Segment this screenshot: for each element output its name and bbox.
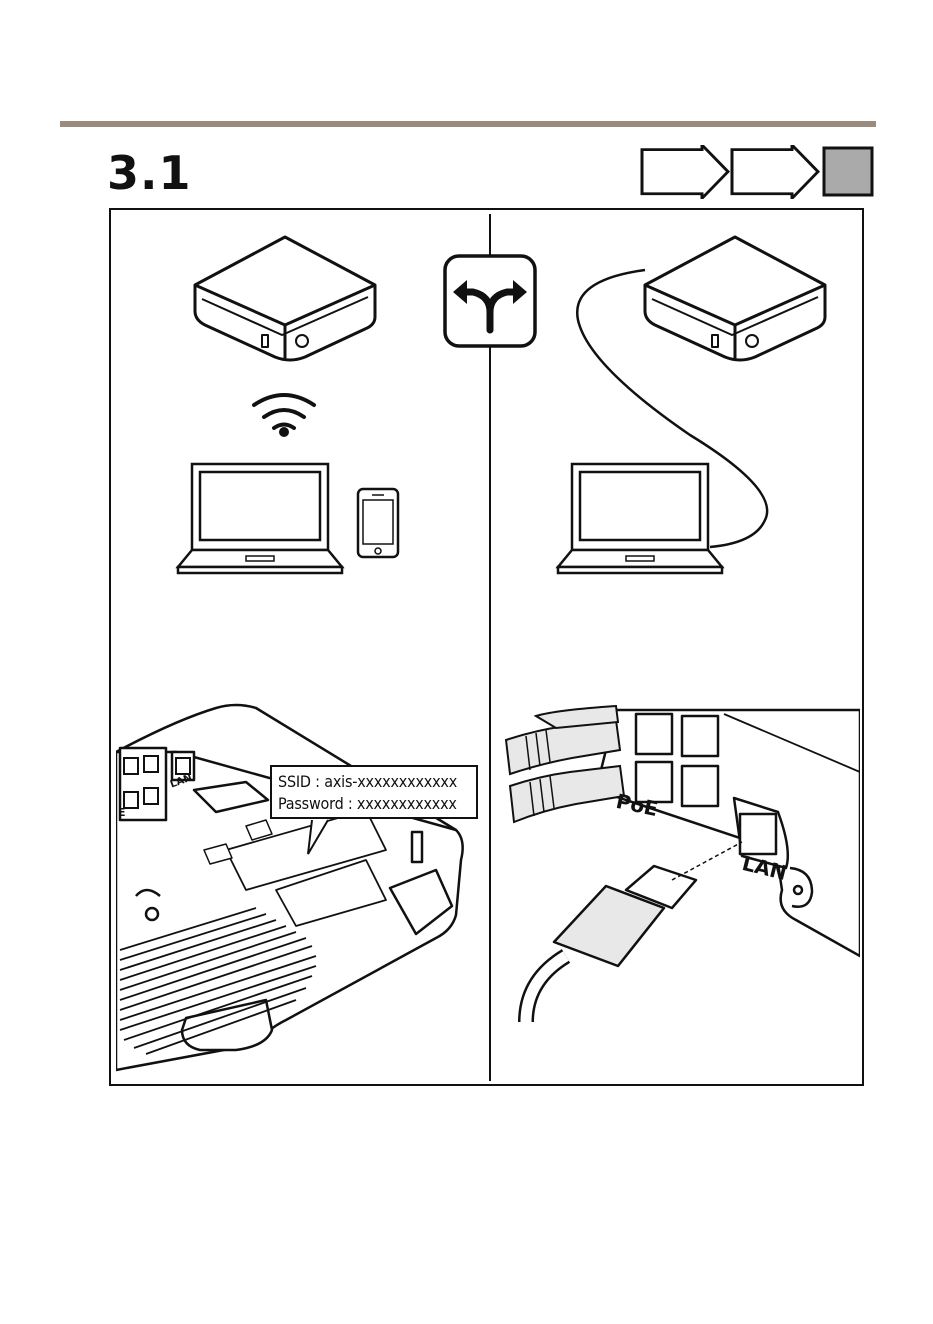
smartphone-icon xyxy=(358,489,398,557)
progress-step-3-current xyxy=(824,148,872,195)
step-progress-indicator xyxy=(640,145,876,199)
wireless-setup-illustration xyxy=(160,225,460,585)
password-text: Password : xxxxxxxxxxxx xyxy=(278,793,470,815)
wired-setup-illustration xyxy=(540,225,840,585)
recorder-device-icon xyxy=(195,237,375,361)
progress-step-1-arrow-icon xyxy=(642,145,728,198)
poe-label-fragment: E xyxy=(118,806,126,819)
progress-step-2-arrow-icon xyxy=(732,145,818,198)
wifi-credentials-label: SSID : axis-xxxxxxxxxxxx Password : xxxx… xyxy=(270,765,478,819)
wifi-icon xyxy=(254,395,314,435)
ssid-text: SSID : axis-xxxxxxxxxxxx xyxy=(278,771,470,793)
laptop-icon xyxy=(178,464,342,573)
top-rule xyxy=(60,121,876,127)
recorder-device-icon xyxy=(645,237,825,361)
laptop-icon xyxy=(558,464,722,573)
split-arrow-icon xyxy=(443,254,537,348)
device-underside-illustration xyxy=(116,700,488,1082)
lan-port-connection-illustration xyxy=(496,700,860,1082)
step-number: 3.1 xyxy=(107,146,192,200)
